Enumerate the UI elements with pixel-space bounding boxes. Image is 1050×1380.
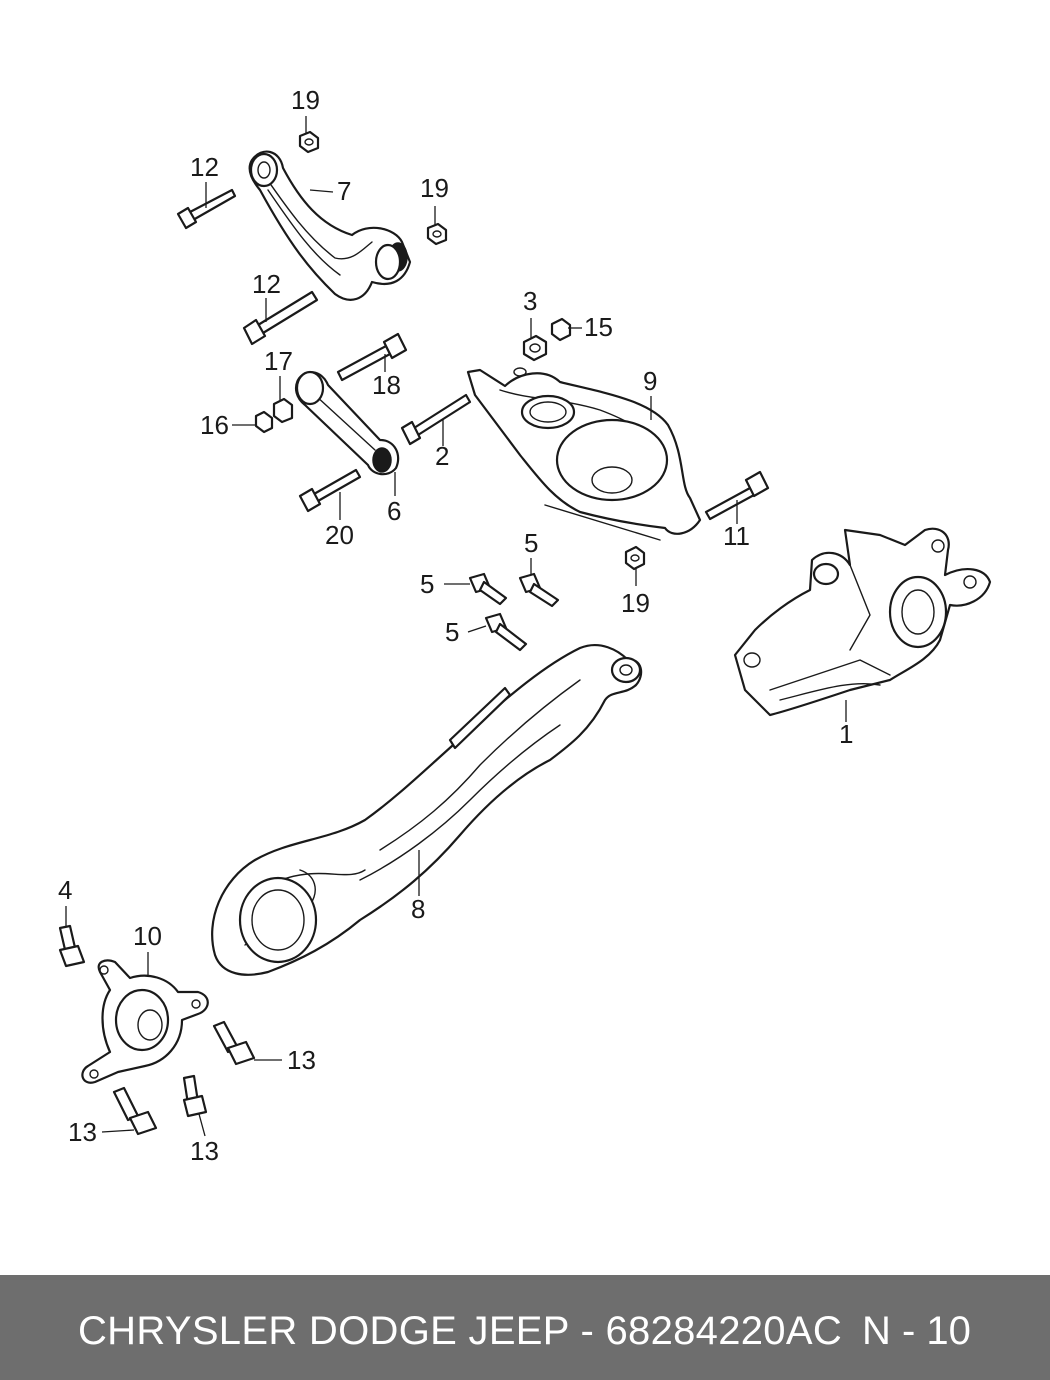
- part-17-bushing: [272, 397, 294, 424]
- part-6-link: [294, 370, 400, 476]
- footer-bar: CHRYSLER DODGE JEEP - 68284220AC N - 10: [0, 1275, 1050, 1380]
- callout-15: 15: [584, 312, 613, 342]
- callout-5-top: 5: [524, 528, 538, 558]
- part-8-trailing-arm: [211, 643, 643, 976]
- part-2-bolt: [400, 393, 472, 446]
- callout-5-bottom: 5: [445, 617, 459, 647]
- callout-2: 2: [435, 441, 449, 471]
- part-13-bolt-right: [212, 1020, 256, 1066]
- callout-5-left: 5: [420, 569, 434, 599]
- part-16-nut: [254, 410, 274, 434]
- part-20-bolt: [298, 468, 362, 513]
- callout-4: 4: [58, 875, 72, 905]
- callout-3: 3: [523, 286, 537, 316]
- callout-19-right: 19: [420, 173, 449, 203]
- part-18-bolt: [336, 332, 408, 382]
- part-12-bolt-upper: [176, 188, 237, 230]
- footer-page-reference: N - 10: [862, 1309, 971, 1353]
- callout-19-lower: 19: [621, 588, 650, 618]
- callout-1: 1: [839, 719, 853, 749]
- part-3-nut: [522, 334, 548, 362]
- callout-13-right: 13: [287, 1045, 316, 1075]
- callout-12-lower: 12: [252, 269, 281, 299]
- part-5-bolt-c: [484, 612, 528, 652]
- callout-17: 17: [264, 346, 293, 376]
- callout-13-left: 13: [68, 1117, 97, 1147]
- callout-7: 7: [337, 176, 351, 206]
- callout-11: 11: [723, 521, 750, 551]
- exploded-parts-diagram: 19 12 7 19 12 3 15 17 18 9 16 2 20 6 11 …: [58, 85, 992, 1166]
- part-5-bolt-a: [468, 572, 508, 606]
- callout-19-top: 19: [291, 85, 320, 115]
- leader-lines: [65, 116, 847, 1137]
- callout-13-bottom: 13: [190, 1136, 219, 1166]
- callout-8: 8: [411, 894, 425, 924]
- part-15-washer: [550, 317, 572, 342]
- part-19-nut-top: [298, 130, 320, 154]
- part-13-bolt-left: [112, 1086, 158, 1136]
- footer-brand-part-number: CHRYSLER DODGE JEEP - 68284220AC: [78, 1309, 843, 1353]
- callout-18: 18: [372, 370, 401, 400]
- part-7-upper-arm: [248, 150, 412, 301]
- part-10-bracket: [81, 959, 209, 1084]
- part-5-bolt-b: [518, 572, 560, 608]
- callout-9: 9: [643, 366, 657, 396]
- part-13-bolt-mid: [182, 1074, 208, 1118]
- part-11-bolt: [704, 470, 770, 521]
- part-19-nut-right: [426, 222, 448, 246]
- part-1-knuckle: [733, 527, 992, 717]
- callout-labels: 19 12 7 19 12 3 15 17 18 9 16 2 20 6 11 …: [58, 85, 853, 1166]
- part-9-lower-arm: [466, 367, 702, 541]
- part-4-bolt: [58, 924, 86, 968]
- callout-20: 20: [325, 520, 354, 550]
- callout-12-upper: 12: [190, 152, 219, 182]
- part-19-nut-lower: [624, 545, 646, 571]
- callout-16: 16: [200, 410, 229, 440]
- callout-10: 10: [133, 921, 162, 951]
- part-12-bolt-lower: [242, 290, 319, 346]
- callout-6: 6: [387, 496, 401, 526]
